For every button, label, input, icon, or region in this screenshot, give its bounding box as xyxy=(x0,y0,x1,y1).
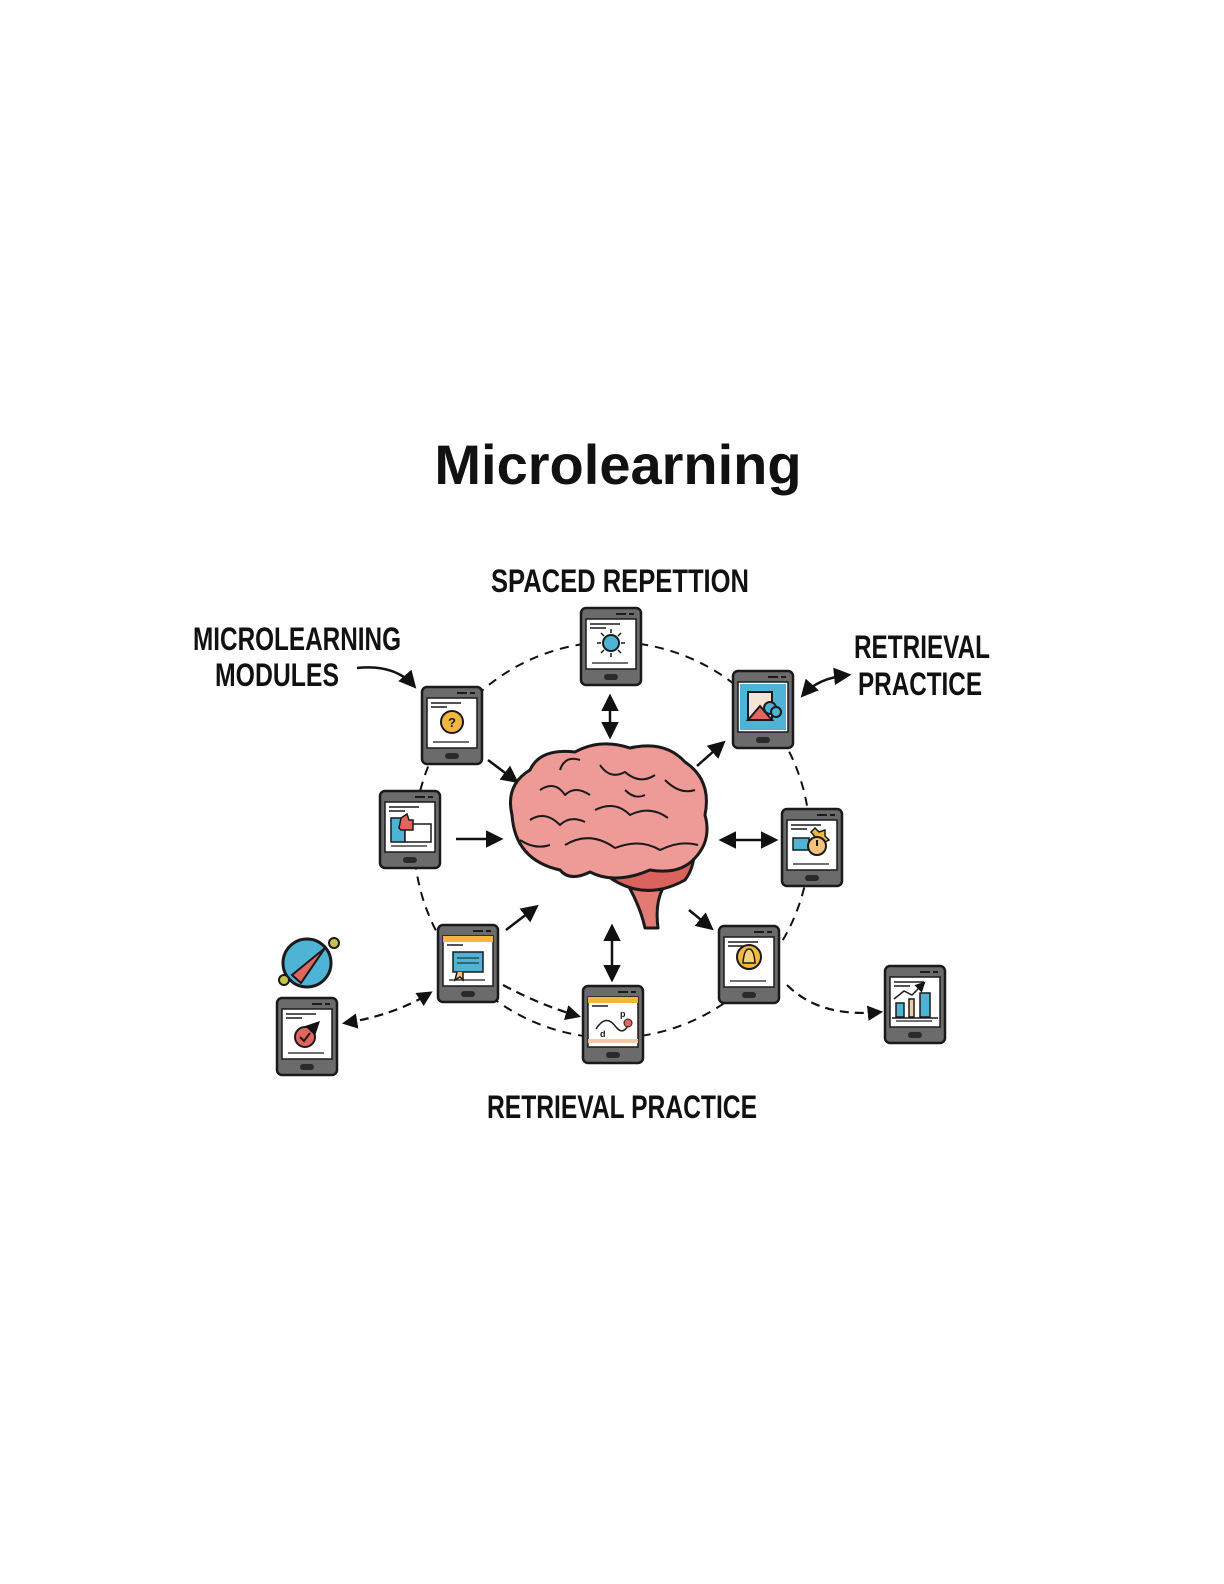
device-retrieval-right xyxy=(731,669,795,750)
compass-icon xyxy=(278,937,340,989)
svg-text:p: p xyxy=(620,1009,626,1019)
sun-icon xyxy=(597,629,625,657)
connector-lower-left-bottom xyxy=(502,984,581,1020)
page-title: Microlearning xyxy=(434,433,801,496)
arrow-retrieval-label xyxy=(800,667,852,698)
arrow-modules-label xyxy=(356,666,417,689)
brain-arrows xyxy=(456,693,779,983)
device-bottom: dp xyxy=(581,984,645,1065)
connector-far-left xyxy=(341,991,433,1029)
label-modules-line2: MODULES xyxy=(215,657,339,693)
device-right-middle xyxy=(780,807,844,888)
label-modules-line1: MICROLEARNING xyxy=(193,621,401,657)
svg-text:d: d xyxy=(600,1029,606,1039)
device-lower-right xyxy=(717,924,781,1005)
device-far-right xyxy=(883,964,947,1045)
device-far-left xyxy=(275,996,339,1077)
device-spaced xyxy=(579,606,643,687)
label-spaced-repetition: SPACED REPETTION xyxy=(491,563,749,599)
connector-far-right xyxy=(786,984,884,1021)
path-curve-icon: dp xyxy=(588,997,638,1043)
svg-text:?: ? xyxy=(448,715,456,730)
device-lower-left xyxy=(436,923,500,1004)
certificate-icon xyxy=(443,936,493,982)
thumbs-up-icon xyxy=(390,812,432,843)
bar-chart-icon xyxy=(892,981,938,1019)
target-icon xyxy=(294,1021,320,1048)
device-left-middle xyxy=(378,789,442,870)
device-modules: ? xyxy=(420,685,484,766)
picture-icon xyxy=(740,684,786,730)
label-retrieval-practice-bottom: RETRIEVAL PRACTICE xyxy=(487,1089,757,1125)
bell-icon xyxy=(736,944,762,970)
brain-icon xyxy=(509,742,709,930)
question-bulb-icon: ? xyxy=(440,710,464,734)
label-retrieval-line1: RETRIEVAL xyxy=(854,629,990,665)
stopwatch-gear-icon xyxy=(792,826,831,856)
label-retrieval-line2: PRACTICE xyxy=(858,666,982,702)
